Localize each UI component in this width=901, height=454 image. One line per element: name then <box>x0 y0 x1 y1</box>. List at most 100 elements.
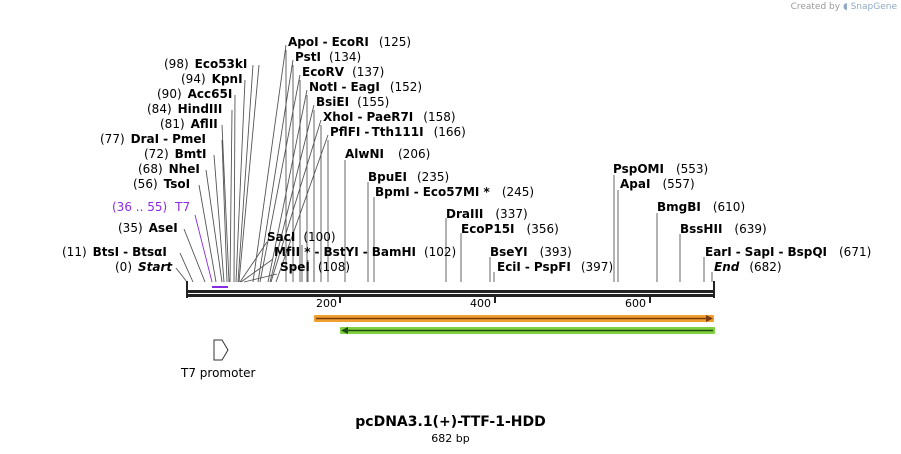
enzyme-eagi[interactable]: EagI <box>350 80 379 94</box>
enzyme-asei[interactable]: AseI <box>149 221 178 235</box>
orf-reverse[interactable] <box>340 327 715 334</box>
enzyme-bamhi[interactable]: BamHI <box>372 245 416 259</box>
enzyme-bpuei[interactable]: BpuEI <box>368 170 407 184</box>
svg-text:(56)TsoI: (56)TsoI <box>133 177 190 191</box>
enzyme-psti[interactable]: PstI <box>295 50 321 64</box>
enzyme-eco57mi[interactable]: Eco57MI * <box>423 185 491 199</box>
enzyme-ecii[interactable]: EciI <box>497 260 521 274</box>
site-position: (102) <box>424 245 456 259</box>
enzyme-apoi[interactable]: ApoI <box>288 35 319 49</box>
site-position: (35) <box>118 221 143 235</box>
enzyme-tth111i[interactable]: Tth111I <box>372 125 424 139</box>
enzyme-bsshii[interactable]: BssHII <box>680 222 722 236</box>
enzyme-pspfi[interactable]: PspFI <box>534 260 571 274</box>
enzyme-nhei[interactable]: NheI <box>169 162 200 176</box>
enzyme-eco53ki[interactable]: Eco53kI <box>195 57 248 71</box>
enzyme-ecop15i[interactable]: EcoP15I <box>461 222 515 236</box>
start-label: Start <box>138 260 173 274</box>
enzyme-aflii[interactable]: AflII <box>191 117 218 131</box>
enzyme-bsiei[interactable]: BsiEI <box>316 95 349 109</box>
enzyme-draiii[interactable]: DraIII <box>446 207 483 221</box>
svg-text:PspOMI(553): PspOMI (553) <box>613 162 708 176</box>
site-position: (553) <box>676 162 708 176</box>
svg-text:EarI-SapI-BspQI(671): EarI-SapI-BspQI(671) <box>705 245 871 259</box>
svg-text:AlwNI(206): AlwNI (206) <box>345 147 430 161</box>
enzyme-pspomi[interactable]: PspOMI <box>613 162 664 176</box>
enzyme-bmgbi[interactable]: BmgBI <box>657 200 701 214</box>
site-position: (397) <box>581 260 613 274</box>
orf-forward[interactable] <box>314 315 714 322</box>
site-position: (671) <box>839 245 871 259</box>
site-position: (206) <box>398 147 430 161</box>
enzyme-xhoi[interactable]: XhoI <box>323 110 354 124</box>
svg-text:PstI(134): PstI (134) <box>295 50 361 64</box>
enzyme-paer7i[interactable]: PaeR7I <box>367 110 414 124</box>
site-position: (356) <box>527 222 559 236</box>
enzyme-eari[interactable]: EarI <box>705 245 732 259</box>
site-position: (90) <box>157 87 182 101</box>
enzyme-pmei[interactable]: PmeI <box>172 132 206 146</box>
leader-lines <box>175 44 329 283</box>
site-position: (245) <box>502 185 534 199</box>
svg-text:BpuEI(235): BpuEI(235) <box>368 170 449 184</box>
site-position: (137) <box>352 65 384 79</box>
tick-label: 400 <box>470 297 491 310</box>
svg-text:End(682): End(682) <box>714 260 782 274</box>
svg-text:NotI-EagI(152): NotI-EagI(152) <box>309 80 422 94</box>
enzyme-bseyi[interactable]: BseYI <box>490 245 528 259</box>
site-position: (393) <box>540 245 572 259</box>
svg-text:EcoP15I(356): EcoP15I (356) <box>461 222 559 236</box>
svg-text:(90)Acc65I: (90) Acc65I <box>157 87 232 101</box>
credit-brand: SnapGene <box>850 2 897 12</box>
enzyme-mfli[interactable]: MfII * <box>274 245 311 259</box>
enzyme-btsai[interactable]: BtsαI <box>132 245 167 259</box>
enzyme-tsoi[interactable]: TsoI <box>164 177 190 191</box>
svg-text:BssHII(639): BssHII(639) <box>680 222 767 236</box>
tick-label: 200 <box>316 297 337 310</box>
svg-text:BseYI(393): BseYI (393) <box>490 245 572 259</box>
svg-text:(72)BmtI: (72)BmtI <box>144 147 207 161</box>
leader-lines-vertical <box>285 50 713 282</box>
site-position: (557) <box>662 177 694 191</box>
enzyme-saci[interactable]: SacI <box>267 230 295 244</box>
enzyme-bmti[interactable]: BmtI <box>175 147 207 161</box>
svg-text:BpmI-Eco57MI *(245): BpmI-Eco57MI *(245) <box>375 185 534 199</box>
enzyme-apai[interactable]: ApaI <box>620 177 650 191</box>
svg-text:EcoRV(137): EcoRV (137) <box>302 65 384 79</box>
svg-text:XhoI-PaeR7I(158): XhoI-PaeR7I(158) <box>323 110 456 124</box>
enzyme-bpmi[interactable]: BpmI <box>375 185 410 199</box>
site-position: (134) <box>329 50 361 64</box>
promoter-arrow-icon[interactable] <box>213 339 229 361</box>
orf-reverse-arrow-icon <box>341 327 348 334</box>
end-label: End <box>714 260 740 274</box>
svg-text:BsiEI(155): BsiEI (155) <box>316 95 389 109</box>
snapgene-logo-icon: ◖ <box>842 2 848 12</box>
svg-text:(98)Eco53kI: (98)Eco53kI <box>164 57 247 71</box>
svg-text:SpeI(108): SpeI(108) <box>280 260 350 274</box>
enzyme-spei[interactable]: SpeI <box>280 260 310 274</box>
enzyme-hindiii[interactable]: HindIII <box>178 102 223 116</box>
enzyme-ecorv[interactable]: EcoRV <box>302 65 345 79</box>
enzyme-alwni[interactable]: AlwNI <box>345 147 384 161</box>
site-position: (81) <box>160 117 185 131</box>
svg-text:(94)KpnI: (94)KpnI <box>181 72 243 86</box>
enzyme-sapi[interactable]: SapI <box>745 245 775 259</box>
enzyme-btsi[interactable]: BtsI <box>93 245 120 259</box>
svg-text:BmgBI(610): BmgBI(610) <box>657 200 745 214</box>
feature-t7[interactable]: T7 <box>174 200 190 214</box>
enzyme-ecori[interactable]: EcoRI <box>332 35 369 49</box>
credit-prefix: Created by <box>790 2 841 12</box>
svg-text:DraIII(337): DraIII (337) <box>446 207 528 221</box>
enzyme-pflfi[interactable]: PflFI <box>330 125 360 139</box>
enzyme-bspqi[interactable]: BspQI <box>787 245 827 259</box>
site-position: (337) <box>495 207 527 221</box>
site-position: (155) <box>357 95 389 109</box>
enzyme-bstyi[interactable]: BstYI <box>324 245 359 259</box>
enzyme-noti[interactable]: NotI <box>309 80 338 94</box>
site-position: (152) <box>390 80 422 94</box>
enzyme-kpni[interactable]: KpnI <box>212 72 243 86</box>
enzyme-acc65i[interactable]: Acc65I <box>188 87 233 101</box>
enzyme-drai[interactable]: DraI <box>131 132 159 146</box>
site-position: (68) <box>138 162 163 176</box>
